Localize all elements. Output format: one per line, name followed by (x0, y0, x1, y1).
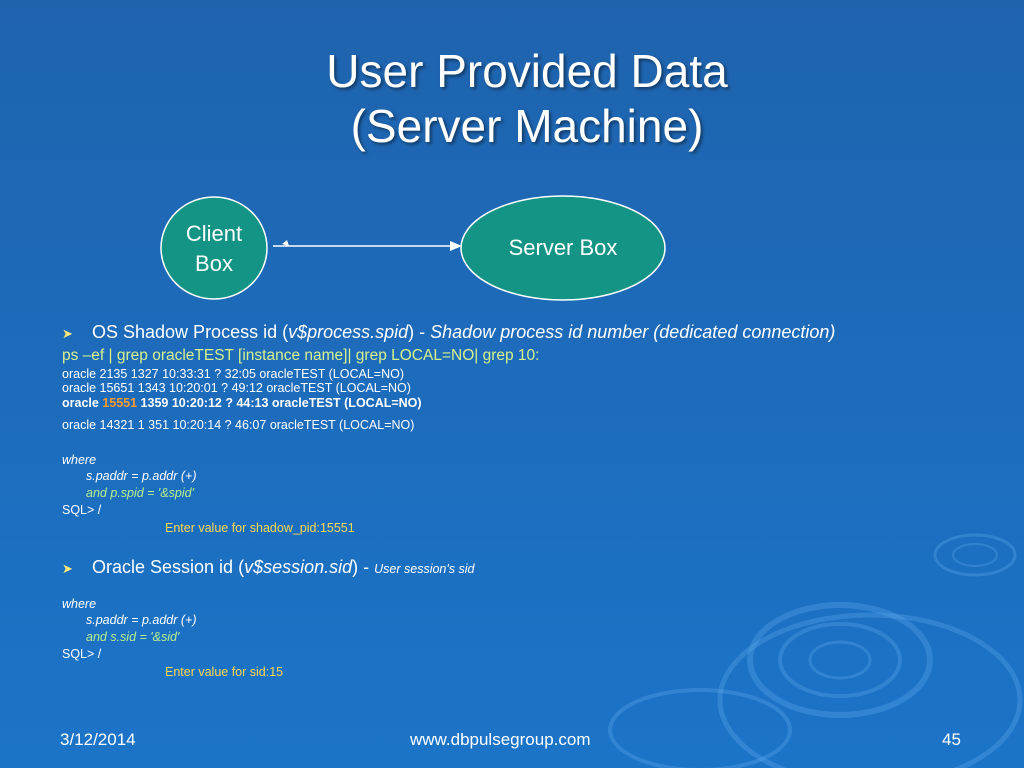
slide-title: User Provided Data (Server Machine) (0, 44, 1024, 154)
bullet-description: Shadow process id number (dedicated conn… (430, 322, 836, 342)
ps-row: oracle 15651 1343 10:20:01 ? 49:12 oracl… (62, 381, 411, 395)
ps-command: ps –ef | grep oracleTEST [instance name]… (62, 347, 540, 364)
bullet-arrow-icon: ➤ (62, 326, 73, 341)
query1-line2: and p.spid = '&spid' (86, 486, 194, 500)
query1-prompt: Enter value for shadow_pid:15551 (165, 521, 355, 535)
server-box-shape (460, 195, 666, 301)
highlight-pid: 15551 (102, 396, 138, 410)
bullet-arrow-icon: ➤ (62, 561, 73, 576)
query1-line1: s.paddr = p.addr (+) (86, 469, 197, 483)
server-box-label: Server Box (508, 235, 618, 260)
arrow-tail-icon (282, 240, 289, 246)
title-line-2: (Server Machine) (350, 100, 704, 152)
client-box-label: Client Box (185, 221, 243, 276)
ps-row-highlight: oracle 15551 1359 10:20:12 ? 44:13 oracl… (62, 396, 422, 410)
query2-line1: s.paddr = p.addr (+) (86, 613, 197, 627)
bullet-oracle-session: ➤Oracle Session id (v$session.sid) - Use… (62, 557, 475, 577)
query1-sql: SQL> / (62, 503, 102, 517)
client-server-diagram (160, 195, 666, 301)
query2-line2: and s.sid = '&sid' (86, 630, 180, 644)
footer-url[interactable]: www.dbpulsegroup.com (410, 730, 591, 749)
query1-where: where (62, 453, 97, 467)
arrow-head-icon (450, 241, 462, 251)
view-name: v$process.spid (288, 322, 409, 342)
slide-number: 45 (942, 730, 961, 749)
ps-row: oracle 14321 1 351 10:20:14 ? 46:07 orac… (62, 418, 415, 432)
query2-sql: SQL> / (62, 647, 102, 661)
footer-date: 3/12/2014 (60, 730, 136, 749)
ps-row: oracle 2135 1327 10:33:31 ? 32:05 oracle… (62, 367, 404, 381)
bullet-os-shadow-process: ➤OS Shadow Process id (v$process.spid) -… (62, 322, 836, 342)
title-line-1: User Provided Data (326, 45, 728, 97)
query2-where: where (62, 597, 97, 611)
view-name: v$session.sid (244, 557, 353, 577)
client-box-shape (160, 196, 268, 300)
bullet-description: User session's sid (374, 562, 475, 576)
query2-prompt: Enter value for sid:15 (165, 665, 284, 679)
